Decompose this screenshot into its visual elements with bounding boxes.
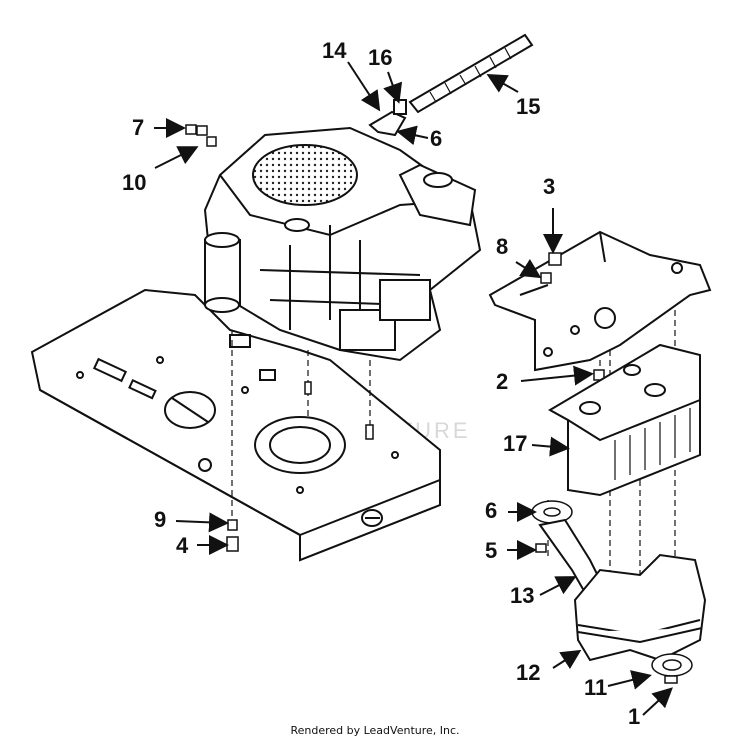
engine [203, 126, 482, 362]
callout-13: 13 [510, 583, 535, 608]
callout-10: 10 [122, 170, 147, 195]
frame-plate [30, 288, 441, 562]
heat-shield [547, 343, 701, 497]
bracket-bolts [540, 252, 605, 381]
callout-6-gasket: 6 [485, 498, 498, 523]
footer-credit: Rendered by LeadVenture, Inc. [290, 724, 460, 737]
callout-12: 12 [516, 660, 541, 685]
callout-2: 2 [496, 369, 509, 394]
callout-1: 1 [628, 704, 641, 729]
callout-6-fuel: 6 [430, 126, 443, 151]
breather-fitting [185, 124, 217, 147]
callout-7: 7 [132, 115, 145, 140]
callout-9: 9 [154, 507, 167, 532]
muffler [573, 553, 707, 662]
callout-5: 5 [485, 538, 498, 563]
callout-16: 16 [368, 45, 393, 70]
callout-4: 4 [176, 533, 189, 558]
deflector [651, 653, 693, 684]
leader-arrows [154, 61, 673, 716]
mount-bracket [488, 230, 712, 372]
callout-11: 11 [584, 675, 608, 700]
callout-15: 15 [516, 94, 541, 119]
callout-3: 3 [543, 174, 556, 199]
callout-17: 17 [503, 431, 528, 456]
callout-8: 8 [496, 234, 509, 259]
callout-14: 14 [322, 38, 347, 63]
